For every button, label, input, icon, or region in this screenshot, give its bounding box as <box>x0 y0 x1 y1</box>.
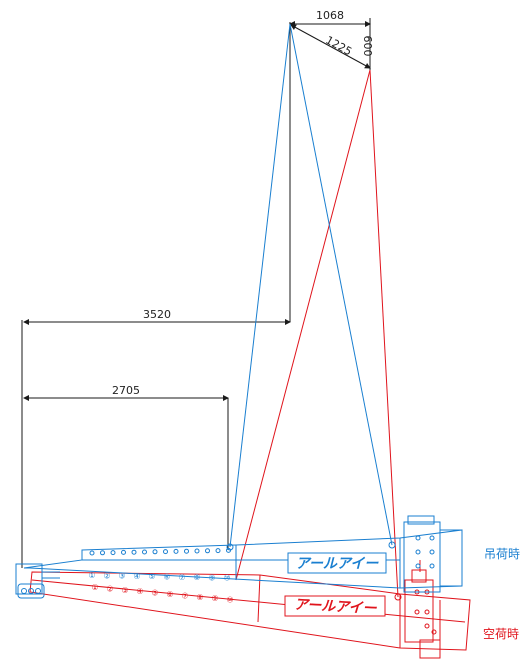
loaded-top-hole <box>205 548 210 554</box>
unloaded-boom <box>29 560 471 659</box>
loaded-hole-number-3: ③ <box>118 572 125 581</box>
loaded-top-hole <box>100 550 105 556</box>
loaded-state-label: 吊荷時 <box>484 547 520 561</box>
loaded-top-hole <box>131 549 137 555</box>
dimension-label-span-long: 3520 <box>143 308 171 321</box>
dimension-lines <box>21 18 371 568</box>
loaded-hole-number-5: ⑤ <box>148 572 155 581</box>
loaded-hole-number-7: ⑦ <box>178 573 185 582</box>
dimension-label-span-short: 2705 <box>112 384 140 397</box>
unloaded-hole-number-6: ⑥ <box>166 590 173 599</box>
loaded-cables <box>229 23 393 548</box>
loaded-top-hole <box>184 548 189 554</box>
loaded-top-hole <box>194 548 200 554</box>
loaded-top-hole <box>226 547 231 553</box>
loaded-hole-number-6: ⑥ <box>163 573 170 582</box>
dimension-label-diagonal: 1225 <box>323 33 354 58</box>
loaded-hole-number-4: ④ <box>133 572 140 581</box>
loaded-brand-label: アールアイー <box>296 556 379 572</box>
loaded-top-hole <box>89 550 95 556</box>
loaded-top-hole <box>215 548 221 554</box>
unloaded-state-label: 空荷時 <box>483 627 519 641</box>
unloaded-hole-number-7: ⑦ <box>181 591 188 600</box>
unloaded-hole-number-1: ① <box>91 583 98 592</box>
loaded-hole-number-9: ⑨ <box>208 573 215 582</box>
loaded-top-holes <box>89 547 231 556</box>
unloaded-cables <box>235 69 399 598</box>
loaded-hole-number-1: ① <box>88 571 95 580</box>
loaded-top-hole <box>163 549 168 555</box>
dimension-label-top-width: 1068 <box>316 9 344 22</box>
dimension-label-vertical: 600 <box>361 36 374 57</box>
unloaded-hole-number-10: ⑩ <box>226 596 233 605</box>
loaded-hole-number-8: ⑧ <box>193 573 200 582</box>
loaded-top-hole <box>121 549 126 555</box>
loaded-top-hole <box>142 549 147 555</box>
loaded-hole-number-10: ⑩ <box>223 574 230 583</box>
loaded-top-hole <box>110 550 116 556</box>
loaded-boom <box>15 515 463 599</box>
unloaded-hole-number-9: ⑨ <box>211 594 218 603</box>
loaded-top-hole <box>173 548 179 554</box>
unloaded-hole-number-3: ③ <box>121 586 128 595</box>
loaded-hole-number-2: ② <box>103 571 110 580</box>
loaded-top-hole <box>152 549 158 555</box>
unloaded-hole-number-4: ④ <box>136 587 143 596</box>
unloaded-hole-number-2: ② <box>106 584 113 593</box>
unloaded-hole-number-5: ⑤ <box>151 589 158 598</box>
unloaded-brand-label: アールアイー <box>294 597 378 617</box>
unloaded-hole-number-8: ⑧ <box>196 593 203 602</box>
